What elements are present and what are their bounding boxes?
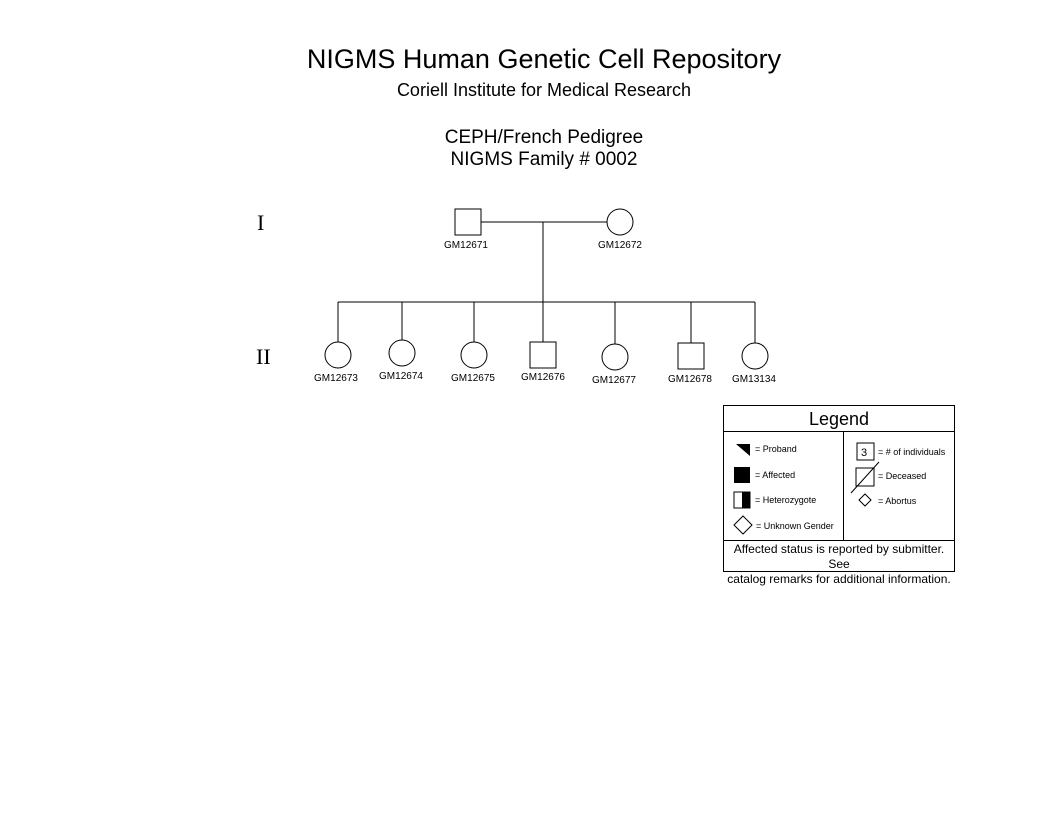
- male-square-symbol: [529, 341, 557, 369]
- female-circle-symbol: [388, 339, 416, 367]
- male-square-symbol: [677, 342, 705, 370]
- female-circle-symbol: [324, 341, 352, 369]
- legend-note: Affected status is reported by submitter…: [724, 542, 954, 587]
- legend-heterozygote-label: = Heterozygote: [755, 495, 817, 505]
- individual-id-label: GM12673: [314, 373, 358, 384]
- legend-count-label: = # of individuals: [878, 447, 946, 457]
- legend-box: Legend 3 = Proband = Affected = Heterozy…: [723, 405, 955, 586]
- female-circle-symbol: [601, 343, 629, 371]
- legend-symbols: [733, 442, 880, 535]
- female-circle-symbol: [460, 341, 488, 369]
- individual-id-label: GM12676: [521, 372, 565, 383]
- deceased-symbol: [855, 467, 875, 487]
- proband-symbol: [736, 444, 750, 456]
- count-symbol-number: 3: [861, 447, 868, 459]
- male-square-symbol: [454, 208, 482, 236]
- affected-symbol: [734, 467, 750, 483]
- legend-abortus-label: = Abortus: [878, 496, 917, 506]
- legend-proband-label: = Proband: [755, 444, 797, 454]
- generation-label-2: II: [256, 344, 271, 369]
- count-symbol: [856, 442, 875, 461]
- legend-deceased-label: = Deceased: [878, 471, 927, 481]
- individual-id-label: GM12671: [444, 240, 488, 251]
- legend-note-line: Affected status is reported by submitter…: [733, 542, 945, 571]
- female-circle-symbol: [741, 342, 769, 370]
- legend-affected-label: = Affected: [755, 470, 796, 480]
- legend-title: Legend: [724, 406, 954, 432]
- legend-unknown-gender-label: = Unknown Gender: [756, 521, 834, 531]
- female-circle-symbol: [606, 208, 634, 236]
- page-title: NIGMS Human Genetic Cell Repository: [306, 44, 782, 74]
- legend-separator: [724, 540, 954, 541]
- unknown-gender-symbol: [733, 515, 753, 535]
- individual-id-label: GM12674: [379, 371, 423, 382]
- family-number: NIGMS Family # 0002: [450, 149, 638, 170]
- individual-id-label: GM12672: [598, 240, 642, 251]
- generation-label-1: I: [257, 210, 265, 235]
- abortus-symbol: [858, 493, 872, 507]
- individual-id-label: GM12678: [668, 374, 712, 385]
- individual-id-label: GM12675: [451, 373, 495, 384]
- individual-id-label: GM13134: [732, 374, 776, 385]
- legend-note-line: catalog remarks for additional informati…: [727, 572, 951, 586]
- individual-id-label: GM12677: [592, 375, 636, 386]
- pedigree-name: CEPH/French Pedigree: [444, 127, 644, 148]
- legend-divider: [843, 432, 844, 540]
- page-subtitle: Coriell Institute for Medical Research: [396, 80, 692, 100]
